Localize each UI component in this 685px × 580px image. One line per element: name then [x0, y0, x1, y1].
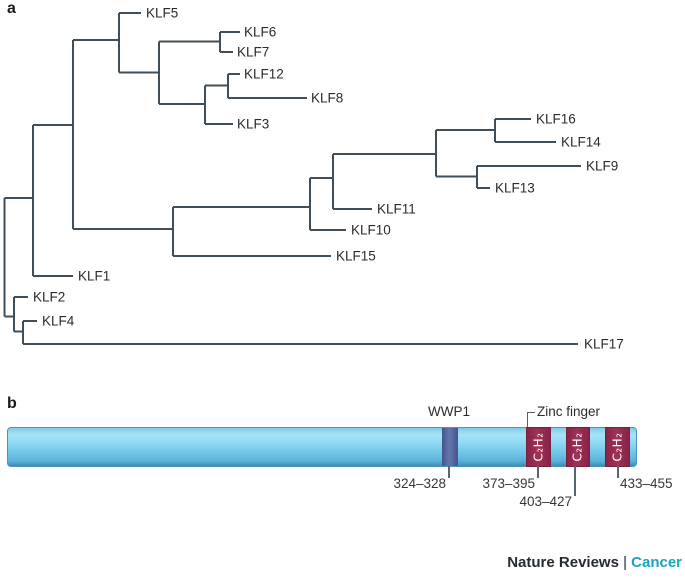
zf3-leader-tick — [617, 466, 619, 478]
taxon-label-klf17: KLF17 — [584, 337, 624, 352]
zinc-finger-domain-3: C₂H₂ — [605, 427, 630, 467]
taxon-label-klf10: KLF10 — [351, 223, 391, 238]
taxon-label-klf15: KLF15 — [336, 249, 376, 264]
zf2-leader-tick — [574, 466, 576, 496]
taxon-label-klf7: KLF7 — [237, 45, 269, 60]
taxon-label-klf3: KLF3 — [237, 117, 269, 132]
taxon-label-klf6: KLF6 — [244, 25, 276, 40]
zf3-range-label: 433–455 — [620, 476, 673, 491]
taxon-label-klf12: KLF12 — [244, 67, 284, 82]
zinc-finger-leader-line — [527, 412, 535, 427]
zinc-finger-label: Zinc finger — [537, 404, 601, 419]
wwp1-leader-tick — [448, 466, 450, 478]
wwp1-binding-region — [442, 428, 458, 466]
taxon-label-klf8: KLF8 — [311, 91, 343, 106]
zf1-leader-tick — [537, 466, 539, 478]
zf1-range-label: 373–395 — [482, 476, 535, 491]
panel-b-label: b — [7, 395, 17, 412]
taxon-label-klf4: KLF4 — [42, 314, 75, 329]
journal-footer: Nature Reviews|Cancer — [507, 554, 682, 571]
protein-bar: C₂H₂ C₂H₂ C₂H₂ — [7, 427, 637, 467]
panel-a-label: a — [7, 0, 16, 17]
taxon-label-klf2: KLF2 — [33, 290, 65, 305]
wwp1-range-label: 324–328 — [393, 476, 446, 491]
zinc-finger-domain-1-text: C₂H₂ — [531, 432, 546, 462]
zinc-finger-domain-1: C₂H₂ — [526, 427, 551, 467]
taxon-label-klf13: KLF13 — [495, 181, 535, 196]
taxon-label-klf14: KLF14 — [561, 135, 601, 150]
journal-title: Cancer — [631, 554, 682, 571]
footer-separator: | — [622, 554, 628, 571]
taxon-label-klf16: KLF16 — [536, 112, 576, 127]
zinc-finger-domain-2: C₂H₂ — [566, 427, 590, 467]
zinc-finger-domain-3-text: C₂H₂ — [610, 432, 625, 462]
wwp1-label: WWP1 — [428, 404, 470, 419]
zf2-range-label: 403–427 — [519, 494, 572, 509]
taxon-label-klf5: KLF5 — [146, 6, 178, 21]
zinc-finger-domain-2-text: C₂H₂ — [571, 432, 585, 462]
taxon-label-klf11: KLF11 — [377, 202, 416, 217]
taxon-label-klf1: KLF1 — [78, 269, 110, 284]
journal-name: Nature Reviews — [507, 554, 619, 571]
taxon-label-klf9: KLF9 — [586, 159, 618, 174]
